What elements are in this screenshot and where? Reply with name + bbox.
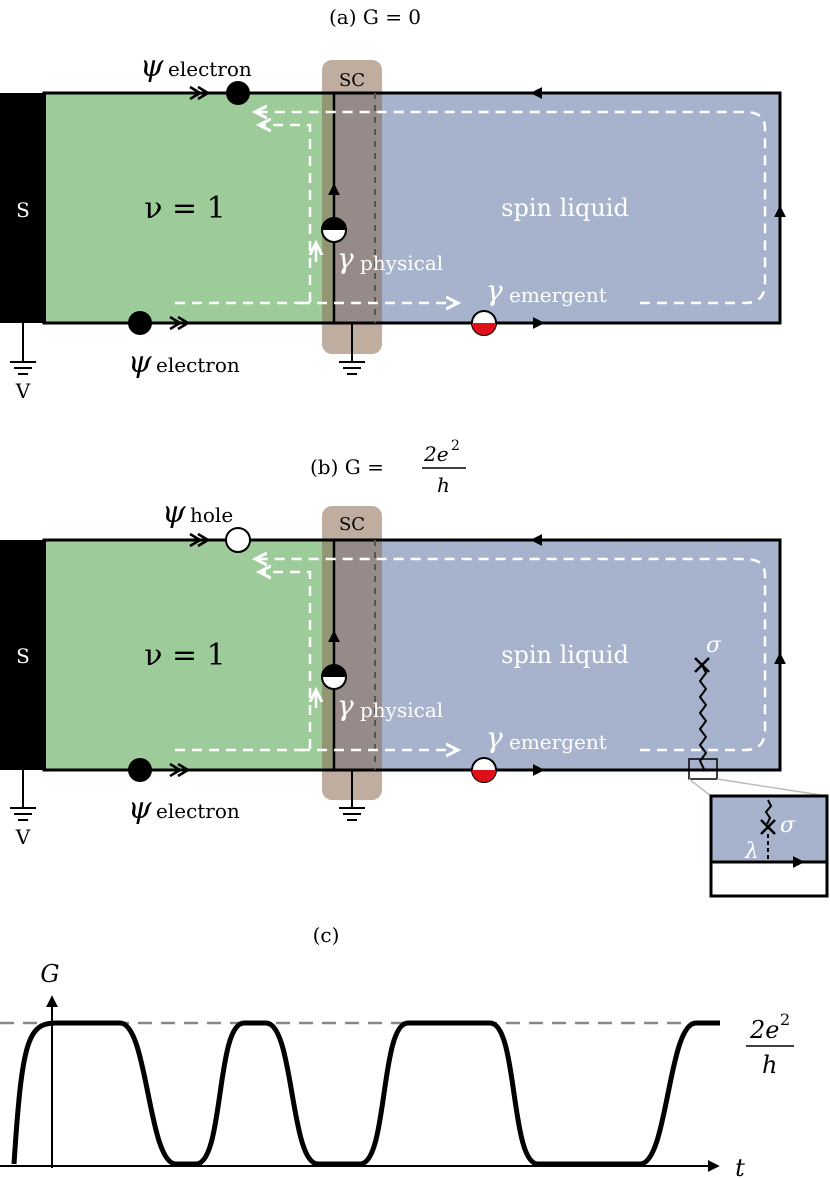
- panel-c-title: (c): [313, 923, 340, 947]
- double-arrow-icon: [189, 85, 209, 101]
- psi-top-label: ψ: [140, 49, 164, 84]
- sigma-cross-icon: [760, 819, 776, 835]
- panel-c: (c) G t 2e 2 h: [0, 923, 794, 1178]
- panel-a-title: (a) G = 0: [329, 5, 421, 29]
- spin-liquid-label: spin liquid: [501, 194, 629, 222]
- panel-b-title-prefix: (b) G =: [310, 455, 384, 479]
- dashed-path-loop: [258, 112, 767, 305]
- spin-liquid-region: [336, 540, 780, 770]
- source-contact: [0, 93, 46, 323]
- gamma-physical-sub: physical: [360, 698, 443, 722]
- level-label-sup: 2: [780, 1010, 790, 1029]
- level-label-den: h: [762, 1051, 777, 1079]
- sigma-cross-icon: [694, 657, 710, 673]
- source-label: S: [16, 644, 30, 668]
- panel-a: (a) G = 0 S V SC: [0, 5, 786, 403]
- spin-liquid-label: spin liquid: [501, 641, 629, 669]
- superconductor-bar: [322, 60, 382, 354]
- zoom-box: [688, 758, 718, 780]
- gamma-emergent-particle: [471, 310, 497, 336]
- vortex-line: [698, 664, 708, 770]
- psi-bottom-label: ψ: [128, 345, 152, 380]
- gamma-emergent-label: γ: [486, 721, 503, 754]
- source-contact: [0, 540, 46, 770]
- electron-particle: [128, 311, 152, 335]
- voltage-label: V: [15, 379, 31, 403]
- double-arrow-icon: [169, 762, 189, 778]
- psi-top-label: ψ: [162, 495, 186, 530]
- psi-bottom-sub: electron: [156, 799, 240, 823]
- sc-label: SC: [339, 514, 365, 535]
- panel-b-title-sup: 2: [451, 438, 460, 454]
- dashed-path-left: [175, 125, 312, 305]
- gamma-emergent-sub: emergent: [509, 283, 607, 307]
- gamma-physical-sub: physical: [360, 251, 443, 275]
- inset-lambda-label: λ: [744, 839, 759, 864]
- psi-top-sub: hole: [190, 503, 233, 527]
- gamma-physical-particle: [321, 664, 347, 690]
- spin-liquid-region: [336, 93, 780, 323]
- nu-label: ν = 1: [144, 191, 226, 226]
- source-label: S: [16, 198, 30, 222]
- level-label-num: 2e: [749, 1016, 779, 1044]
- sc-label: SC: [339, 70, 365, 91]
- electron-particle: [128, 758, 152, 782]
- gamma-physical-label: γ: [337, 242, 354, 275]
- panel-b-title-den: h: [437, 473, 450, 497]
- superconductor-bar: [322, 506, 382, 800]
- inset-sigma-label: σ: [780, 813, 796, 838]
- psi-bottom-sub: electron: [156, 353, 240, 377]
- inset-zoom: σ λ: [709, 794, 829, 898]
- gamma-emergent-label: γ: [486, 274, 503, 307]
- x-axis-label: t: [735, 1154, 745, 1178]
- dashed-path-loop: [258, 559, 767, 752]
- psi-top-sub: electron: [168, 57, 252, 81]
- psi-bottom-label: ψ: [128, 791, 152, 826]
- hole-particle: [225, 527, 251, 553]
- gamma-physical-label: γ: [337, 689, 354, 722]
- double-arrow-icon: [169, 315, 189, 331]
- gamma-emergent-sub: emergent: [509, 730, 607, 754]
- dashed-path-left: [175, 572, 312, 752]
- panel-b: (b) G = 2e 2 h S V SC: [0, 438, 829, 898]
- quantum-hall-region: [44, 540, 336, 770]
- electron-particle: [226, 81, 250, 105]
- gamma-emergent-particle: [471, 757, 497, 783]
- y-axis-label: G: [40, 960, 59, 988]
- gamma-physical-particle: [321, 217, 347, 243]
- nu-label: ν = 1: [144, 638, 226, 673]
- panel-b-title-num: 2e: [423, 442, 449, 466]
- voltage-label: V: [15, 825, 31, 849]
- conductance-trace: [11, 1020, 720, 1167]
- double-arrow-icon: [189, 532, 209, 548]
- sigma-label: σ: [706, 633, 722, 658]
- quantum-hall-region: [44, 93, 336, 323]
